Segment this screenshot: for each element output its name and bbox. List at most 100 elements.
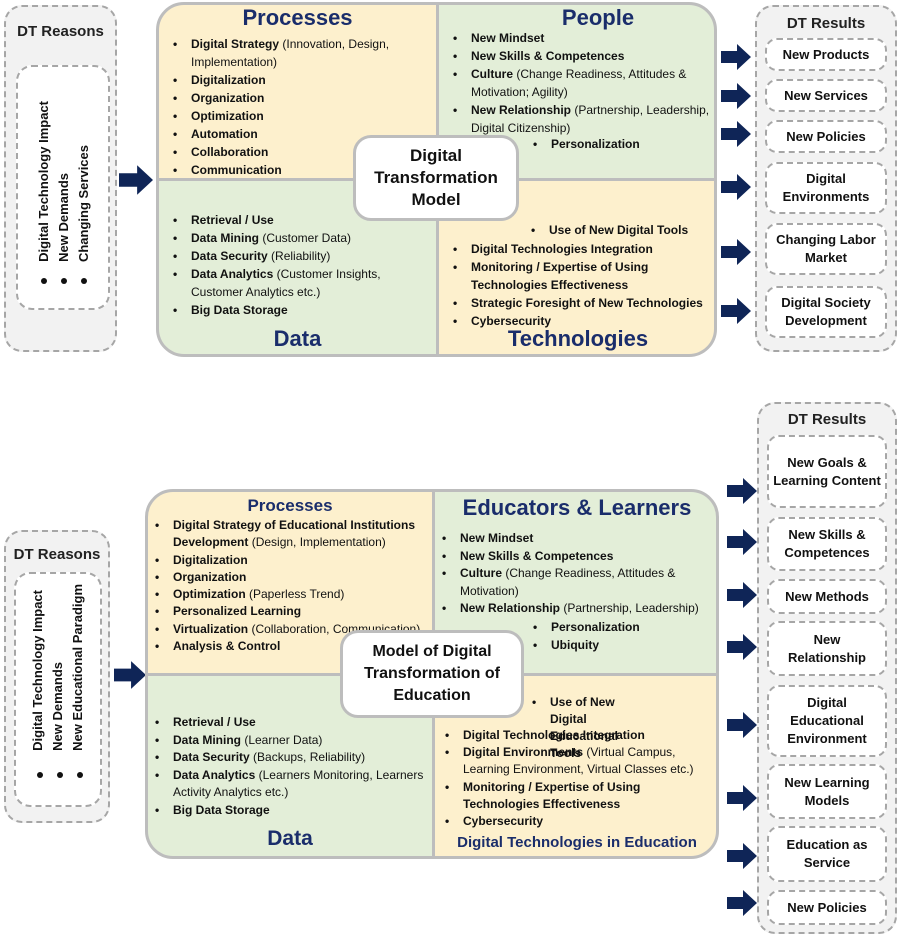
list-item: Optimization	[171, 107, 426, 125]
list-item: Culture (Change Readiness, Attitudes & M…	[440, 565, 716, 600]
list-item: Analysis & Control	[153, 638, 429, 656]
bottom-reasons-title: DT Reasons	[13, 546, 101, 563]
item-term: Optimization	[191, 109, 264, 123]
result-item: New Policies	[767, 890, 887, 925]
educators-extra-item: Ubiquity	[531, 637, 599, 654]
reason-item: Digital Technology Impact	[30, 590, 45, 751]
quadrant-title: Processes	[242, 5, 353, 30]
item-term: Big Data Storage	[173, 802, 270, 817]
quadrant-title: People	[561, 5, 635, 30]
people-extra-item: Personalization	[531, 136, 640, 153]
arrow-right-icon	[721, 174, 751, 200]
list-item: Digitalization	[153, 552, 429, 570]
list-item: Digital Technologies Integration	[443, 727, 715, 744]
bottom-center-label: Model of Digital Transformation of Educa…	[340, 630, 524, 718]
arrow-right-icon	[727, 890, 757, 916]
item-term: New Skills & Competences	[460, 548, 614, 563]
ellipsis-dot	[57, 772, 63, 778]
list-item: Organization	[171, 89, 426, 107]
ellipsis-dot	[81, 278, 87, 284]
item-term: Digital Environments	[463, 745, 584, 760]
arrow-right-icon	[721, 83, 751, 109]
list-item: Cybersecurity	[451, 312, 713, 330]
item-detail: (Change Readiness, Attitudes & Motivatio…	[471, 67, 687, 99]
list-item: New Skills & Competences	[451, 47, 711, 65]
data-list: Retrieval / UseData Mining (Learner Data…	[153, 714, 429, 819]
bottom-reasons-panel: DT Reasons Digital Technology Impact New…	[4, 530, 110, 823]
result-item: New Relationship	[767, 621, 887, 676]
item-term: New Mindset	[460, 531, 534, 545]
item-term: Virtualization	[173, 621, 249, 636]
item-term: Digital Technologies Integration	[471, 242, 653, 256]
list-item: New Skills & Competences	[440, 548, 716, 566]
item-term: Organization	[173, 569, 247, 584]
result-item: New Learning Models	[767, 764, 887, 819]
technologies-list: Digital Technologies IntegrationDigital …	[443, 727, 715, 830]
item-detail: (Design, Implementation)	[248, 535, 386, 550]
list-item: Data Mining (Learner Data)	[153, 732, 429, 750]
item-term: New Mindset	[471, 31, 545, 45]
result-item: New Methods	[767, 579, 887, 614]
item-term: Digital Strategy	[191, 37, 280, 51]
item-term: Analysis & Control	[173, 639, 281, 654]
arrow-right-icon	[721, 298, 751, 324]
arrow-right-icon	[721, 121, 751, 147]
result-item: New Policies	[765, 120, 887, 153]
arrow-right-icon	[114, 660, 146, 690]
arrow-right-icon	[721, 239, 751, 265]
list-item: Retrieval / Use	[153, 714, 429, 732]
item-term: Automation	[191, 127, 258, 141]
item-term: Data Analytics	[191, 267, 274, 281]
ellipsis-dot	[77, 772, 83, 778]
result-item: New Skills & Competences	[767, 517, 887, 571]
quadrant-title: Technologies	[507, 326, 649, 351]
top-results-title: DT Results	[786, 15, 866, 32]
quadrant-title: Processes	[247, 496, 333, 515]
item-term: Optimization	[173, 587, 246, 602]
technologies-list: Digital Technologies IntegrationMonitori…	[451, 240, 713, 330]
result-item: New Goals & Learning Content	[767, 435, 887, 508]
list-item: Digitalization	[171, 71, 426, 89]
arrow-right-icon	[727, 843, 757, 869]
item-term: Digitalization	[173, 552, 248, 567]
list-item: Personalized Learning	[153, 603, 429, 621]
arrow-right-icon	[727, 634, 757, 660]
arrow-right-icon	[727, 712, 757, 738]
result-item: Digital Environments	[765, 162, 887, 214]
result-item: New Services	[765, 79, 887, 112]
item-term: Digitalization	[191, 73, 266, 87]
reason-item: New Demands	[56, 173, 71, 262]
reason-item: New Educational Paradigm	[70, 584, 85, 751]
item-term: Strategic Foresight of New Technologies	[471, 296, 703, 310]
data-list: Retrieval / UseData Mining (Customer Dat…	[171, 211, 426, 319]
result-item: New Products	[765, 38, 887, 71]
reason-item: Changing Services	[76, 144, 91, 262]
quadrant-title: Data	[273, 326, 322, 351]
item-detail: (Partnership, Leadership)	[560, 601, 699, 616]
item-detail: (Partnership, Leadership, Digital Citize…	[471, 103, 710, 135]
item-term: Culture	[460, 566, 502, 581]
list-item: Data Security (Backups, Reliability)	[153, 749, 429, 767]
list-item: Monitoring / Expertise of Using Technolo…	[451, 258, 713, 294]
list-item: Automation	[171, 125, 426, 143]
list-item: Retrieval / Use	[171, 211, 426, 229]
item-detail: (Virtual Campus, Learning Environment, V…	[463, 745, 694, 777]
item-term: Data Analytics	[173, 767, 256, 782]
list-item: Data Analytics (Learners Monitoring, Lea…	[153, 767, 429, 802]
item-term: Cybersecurity	[471, 314, 552, 328]
list-item: Strategic Foresight of New Technologies	[451, 294, 713, 312]
arrow-right-icon	[721, 44, 751, 70]
item-term: Retrieval / Use	[173, 715, 256, 729]
item-detail: (Reliability)	[267, 249, 331, 263]
top-center-label: Digital Transformation Model	[353, 135, 519, 221]
list-item: Organization	[153, 569, 429, 587]
quadrant-title: Educators & Learners	[462, 495, 692, 520]
item-detail: (Backups, Reliability)	[249, 750, 366, 764]
item-detail: (Customer Data)	[259, 231, 352, 245]
item-term: New Relationship	[460, 601, 561, 616]
list-item: Communication	[171, 161, 426, 179]
list-item: Culture (Change Readiness, Attitudes & M…	[451, 65, 711, 101]
top-results-panel: DT Results New Products New Services New…	[755, 5, 897, 352]
item-detail: (Learners Monitoring, Learners Activity …	[173, 767, 424, 800]
list-item: Data Analytics (Customer Insights, Custo…	[171, 265, 426, 301]
